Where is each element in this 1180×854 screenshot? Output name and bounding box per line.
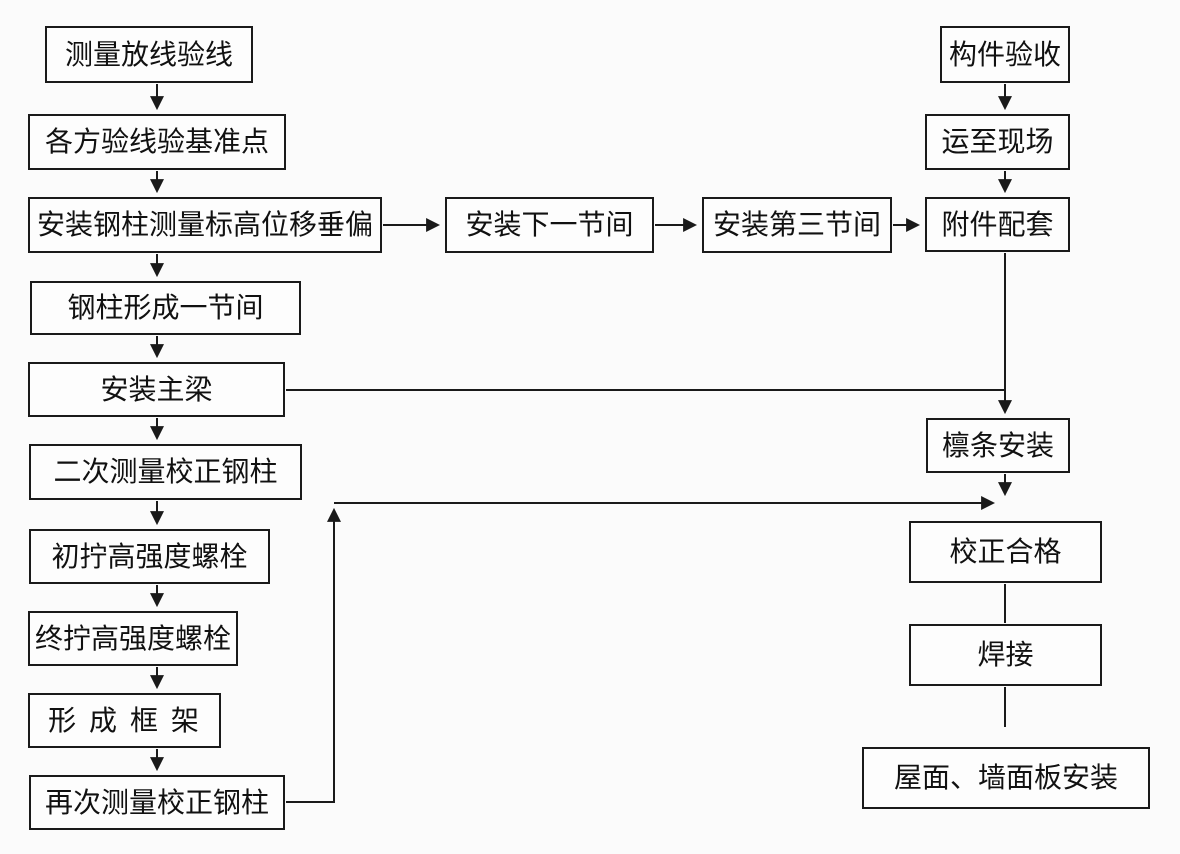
node-second-survey-correct: 二次测量校正钢柱 [29,444,302,500]
node-column-forms-bay: 钢柱形成一节间 [30,281,301,335]
node-component-acceptance: 构件验收 [940,26,1070,83]
node-install-third-bay: 安装第三节间 [702,197,892,253]
node-roof-wall-panel-install: 屋面、墙面板安装 [862,747,1150,809]
node-install-column-survey: 安装钢柱测量标高位移垂偏 [28,197,382,253]
node-final-tighten-bolts: 终拧高强度螺栓 [28,611,238,666]
node-install-main-beam: 安装主梁 [28,362,285,417]
node-parties-verify-datum: 各方验线验基准点 [28,114,286,170]
node-survey-setting-out: 测量放线验线 [45,26,253,83]
node-transport-to-site: 运至现场 [925,114,1070,170]
node-purlin-installation: 檩条安装 [926,418,1070,473]
node-initial-tighten-bolts: 初拧高强度螺栓 [29,529,270,584]
node-welding: 焊接 [909,624,1102,686]
node-form-frame: 形 成 框 架 [28,693,221,748]
node-resurvey-correct-column: 再次测量校正钢柱 [29,775,285,830]
node-correction-qualified: 校正合格 [909,521,1102,583]
node-accessory-matching: 附件配套 [925,197,1070,252]
node-install-next-bay: 安装下一节间 [445,197,654,253]
